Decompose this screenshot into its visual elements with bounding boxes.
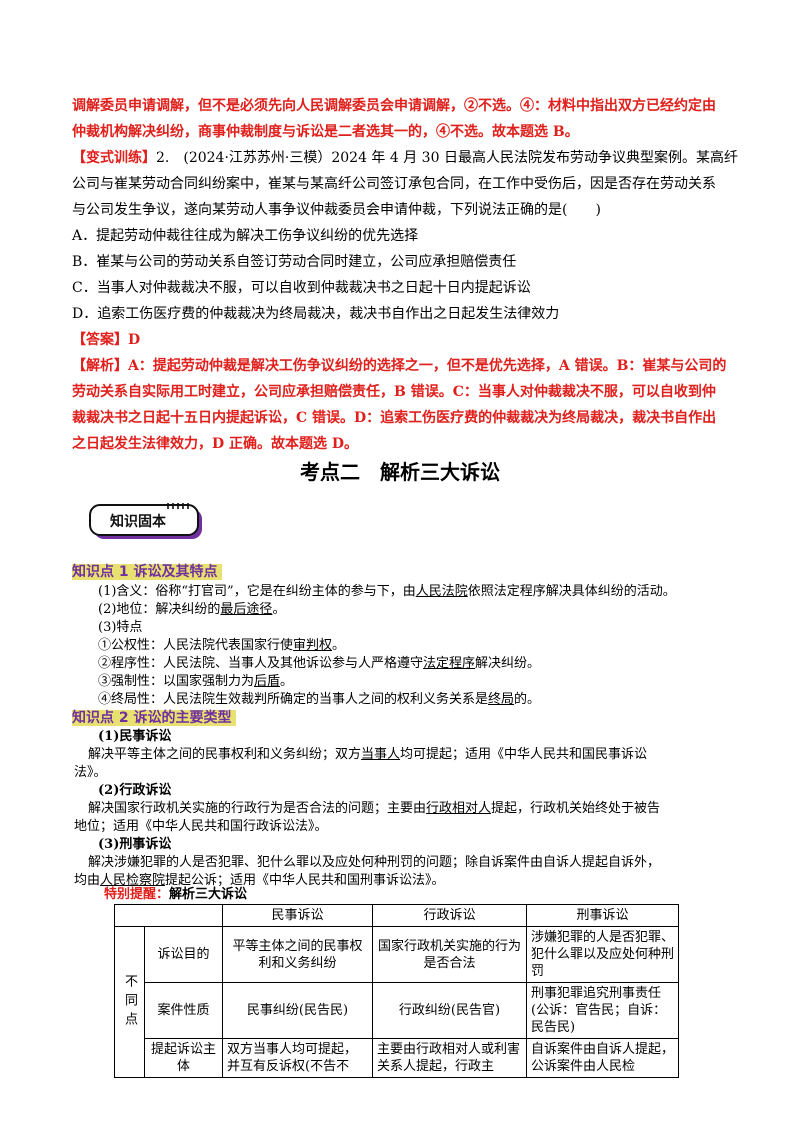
cell-civil: 平等主体之间的民事权利和义务纠纷 [222, 926, 373, 983]
kp2-criminal-line-2: 均由人民检察院提起公诉；适用《中华人民共和国刑事诉讼法》。 [74, 872, 445, 890]
special-note-text: 解析三大诉讼 [169, 887, 248, 902]
kp1-f4-suffix: 的。 [514, 692, 541, 707]
special-note-label: 特别提醒： [104, 887, 170, 902]
kp1-meaning-prefix: (1)含义：俗称“打官司”，它是在纠纷主体的参与下，由 [98, 584, 416, 599]
kp2-criminal-prefix: 均由 [74, 873, 101, 888]
kp1-feature-2: ②程序性：人民法院、当事人及其他诉讼参与人严格遵守法定程序解决纠纷。 [98, 655, 540, 673]
cell-civil: 双方当事人均可提起，并互有反诉权(不告不 [222, 1038, 373, 1078]
analysis-continued-line-1: 调解委员申请调解，但不是必须先向人民调解委员会申请调解，②不选。④：材料中指出双… [72, 98, 716, 114]
kp1-f1-prefix: ①公权性：人民法院代表国家行使 [98, 638, 294, 653]
kp1-meaning: (1)含义：俗称“打官司”，它是在纠纷主体的参与下，由人民法院依照法定程序解决具… [98, 583, 676, 601]
kp1-feature-4: ④终局性：人民法院生效裁判所确定的当事人之间的权利义务关系是终局的。 [98, 691, 540, 709]
cell-admin: 国家行政机关实施的行为是否合法 [372, 926, 527, 983]
cell-criminal: 刑事犯罪追究刑事责任(公诉：官告民；自诉：民告民) [526, 982, 679, 1039]
option-a: A．提起劳动仲裁往往成为解决工伤争议纠纷的优先选择 [72, 228, 419, 244]
kp2-criminal-suffix: 提起公诉；适用《中华人民共和国刑事诉讼法》。 [165, 873, 445, 888]
kp1-status-suffix: 。 [272, 602, 286, 617]
kp1-title: 知识点 1 诉讼及其特点 [72, 562, 222, 582]
option-b: B．崔某与公司的劳动关系自签订劳动合同时建立，公司应承担赔偿责任 [72, 254, 517, 270]
table-row: 不同点 诉讼目的 平等主体之间的民事权利和义务纠纷 国家行政机关实施的行为是否合… [114, 926, 679, 1078]
kp1-status-keyword: 最后途径 [220, 602, 273, 617]
kp1-title-text: 知识点 1 诉讼及其特点 [72, 564, 222, 580]
kp2-admin-head: (2)行政诉讼 [98, 783, 172, 798]
kp2-admin-keyword: 行政相对人 [426, 801, 492, 816]
kp1-f2-suffix: 解决纠纷。 [475, 656, 541, 671]
kp1-f1-keyword: 审判权 [293, 638, 333, 653]
section-title: 考点二 解析三大诉讼 [300, 460, 500, 484]
kp2-title-text: 知识点 2 诉讼的主要类型 [72, 710, 236, 726]
exercise-stem-line-2: 公司与崔某劳动合同纠纷案中，崔某与某高纤公司签订承包合同，在工作中受伤后，因是否… [72, 176, 716, 192]
exercise-stem-text: 2. (2024·江苏苏州·三模）2024 年 4 月 30 日最高人民法院发布… [156, 150, 738, 166]
kp2-admin-line-2: 地位；适用《中华人民共和国行政诉讼法》。 [74, 819, 328, 834]
kp2-criminal-keyword: 人民检察院 [100, 873, 166, 888]
kp2-admin-suffix: 提起，行政机关始终处于被告 [491, 801, 661, 816]
exercise-tag: 【变式训练】 [72, 150, 156, 166]
analysis-line-2: 劳动关系自实际用工时建立，公司应承担赔偿责任，B 错误。C：当事人对仲裁裁决不服… [72, 384, 716, 400]
special-note-line: 特别提醒：解析三大诉讼 [104, 886, 247, 904]
kp2-civil-keyword: 当事人 [361, 747, 401, 762]
table-header-row: 民事诉讼 行政诉讼 刑事诉讼 [114, 904, 679, 927]
kp1-meaning-keyword: 人民法院 [415, 584, 468, 599]
kp2-civil-line-2: 法》。 [74, 765, 107, 780]
table-row: 提起诉讼主体 双方当事人均可提起，并互有反诉权(不告不 主要由行政相对人或利害关… [115, 1038, 679, 1078]
kp1-f2-prefix: ②程序性：人民法院、当事人及其他诉讼参与人严格遵守 [98, 656, 424, 671]
exercise-stem-line-3: 与公司发生争议，遂向某劳动人事争议仲裁委员会申请仲裁，下列说法正确的是( ) [72, 202, 601, 218]
kp2-civil-prefix: 解决平等主体之间的民事权利和义务纠纷；双方 [88, 747, 362, 762]
kp2-title: 知识点 2 诉讼的主要类型 [72, 708, 236, 728]
comparison-table: 民事诉讼 行政诉讼 刑事诉讼 不同点 诉讼目的 平等主体之间的民事权利和义务纠纷… [114, 904, 679, 1078]
option-c: C．当事人对仲裁裁决不服，可以自收到仲裁裁决书之日起十日内提起诉讼 [72, 280, 531, 296]
row-label: 诉讼目的 [144, 926, 223, 983]
table-row: 案件性质 民事纠纷(民告民) 行政纠纷(民告官) 刑事犯罪追究刑事责任(公诉：官… [115, 982, 679, 1039]
analysis-line-3: 裁裁决书之日起十五日内提起诉讼，C 错误。D：追索工伤医疗费的仲裁裁决为终局裁决… [72, 410, 717, 426]
badge-label: 知识固本 [110, 513, 167, 530]
kp2-admin-prefix: 解决国家行政机关实施的行政行为是否合法的问题；主要由 [88, 801, 427, 816]
kp1-f3-suffix: 。 [280, 674, 294, 689]
kp2-civil-head: (1)民事诉讼 [98, 729, 172, 744]
kp1-feature-1: ①公权性：人民法院代表国家行使审判权。 [98, 637, 345, 655]
table-corner-cell [114, 904, 223, 927]
kp1-meaning-suffix: 依照法定程序解决具体纠纷的活动。 [467, 584, 676, 599]
kp1-status: (2)地位：解决纠纷的最后途径。 [98, 601, 285, 619]
kp1-status-prefix: (2)地位：解决纠纷的 [98, 602, 221, 617]
header-admin: 行政诉讼 [372, 904, 527, 927]
cell-civil: 民事纠纷(民告民) [222, 982, 373, 1039]
kp2-criminal-head: (3)刑事诉讼 [98, 837, 172, 852]
cell-criminal: 自诉案件由自诉人提起，公诉案件由人民检 [526, 1038, 679, 1078]
kp2-criminal-line-1: 解决涉嫌犯罪的人是否犯罪、犯什么罪以及应处何种刑罚的问题；除自诉案件由自诉人提起… [88, 855, 661, 870]
kp1-f4-keyword: 终局 [488, 692, 515, 707]
analysis-line-4: 之日起发生法律效力，D 正确。故本题选 D。 [72, 436, 359, 452]
option-d: D．追索工伤医疗费的仲裁裁决为终局裁决，裁决书自作出之日起发生法律效力 [72, 306, 560, 322]
kp2-admin-line-1: 解决国家行政机关实施的行政行为是否合法的问题；主要由行政相对人提起，行政机关始终… [88, 800, 660, 818]
kp1-feature-3: ③强制性：以国家强制力为后盾。 [98, 673, 293, 691]
cell-admin: 主要由行政相对人或利害关系人提起，行政主 [372, 1038, 527, 1078]
group-label: 不同点 [114, 926, 145, 1078]
kp1-f1-suffix: 。 [332, 638, 346, 653]
knowledge-badge: 知识固本 [89, 503, 202, 539]
row-label: 提起诉讼主体 [144, 1038, 223, 1078]
kp1-f4-prefix: ④终局性：人民法院生效裁判所确定的当事人之间的权利义务关系是 [98, 692, 489, 707]
analysis-line-1: 【解析】A：提起劳动仲裁是解决工伤争议纠纷的选择之一，但不是优先选择，A 错误。… [72, 358, 727, 374]
kp2-civil-line-1: 解决平等主体之间的民事权利和义务纠纷；双方当事人均可提起；适用《中华人民共和国民… [88, 746, 647, 764]
kp1-f3-keyword: 后盾 [254, 674, 281, 689]
header-criminal: 刑事诉讼 [526, 904, 679, 927]
kp1-f2-keyword: 法定程序 [423, 656, 476, 671]
cell-admin: 行政纠纷(民告官) [372, 982, 527, 1039]
kp2-civil-suffix: 均可提起；适用《中华人民共和国民事诉讼 [400, 747, 648, 762]
exercise-stem-line-1: 【变式训练】2. (2024·江苏苏州·三模）2024 年 4 月 30 日最高… [72, 148, 738, 168]
cell-criminal: 涉嫌犯罪的人是否犯罪、犯什么罪以及应处何种刑罚 [526, 926, 679, 983]
kp1-f3-prefix: ③强制性：以国家强制力为 [98, 674, 255, 689]
analysis-continued-line-2: 仲裁机构解决纠纷，商事仲裁制度与诉讼是二者选其一的，④不选。故本题选 B。 [72, 124, 579, 140]
answer: 【答案】D [72, 332, 141, 348]
header-civil: 民事诉讼 [222, 904, 373, 927]
kp1-features-head: (3)特点 [98, 620, 143, 635]
row-label: 案件性质 [144, 982, 223, 1039]
